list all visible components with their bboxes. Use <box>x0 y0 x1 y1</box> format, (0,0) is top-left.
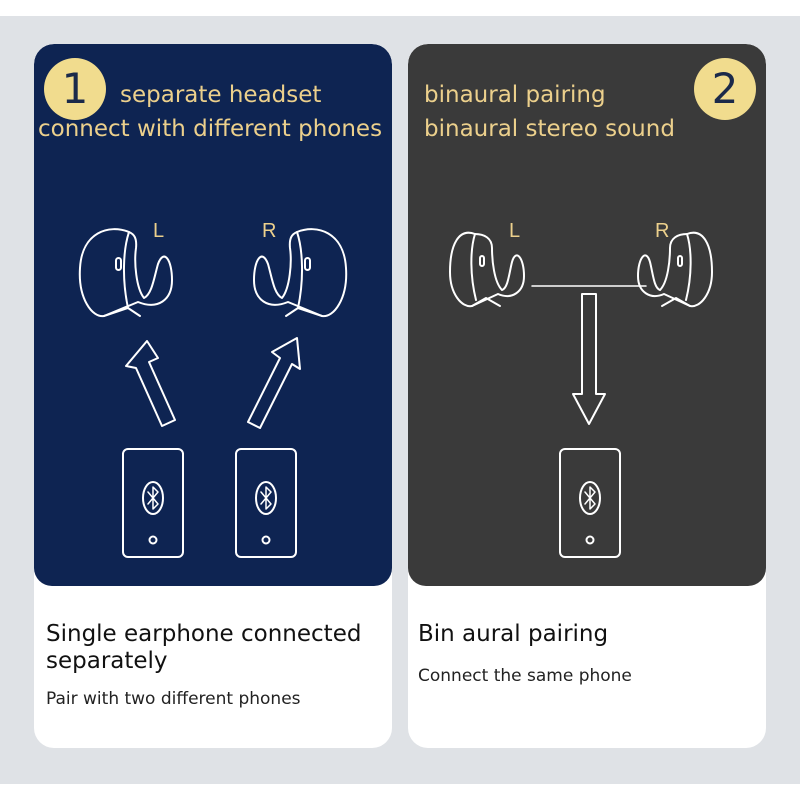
left-ear-label: L <box>153 220 165 242</box>
binaural-pairing-card: 2 binaural pairing binaural stereo sound… <box>408 44 766 748</box>
headline-line-2: binaural stereo sound <box>424 116 675 142</box>
top-border-strip <box>0 0 800 16</box>
right-earbud-icon <box>253 228 348 318</box>
card-title: Bin aural pairing <box>418 621 609 647</box>
bottom-border-strip <box>0 784 800 800</box>
step-badge: 2 <box>694 58 756 120</box>
step-badge: 1 <box>44 58 106 120</box>
phone-icon <box>122 448 184 558</box>
left-earbud-icon <box>78 228 173 318</box>
phone-icon <box>235 448 297 558</box>
bluetooth-icon <box>142 481 164 515</box>
separate-pairing-panel: 1 separate headset connect with differen… <box>34 44 392 586</box>
headline-line-1: binaural pairing <box>424 82 606 108</box>
phone-icon <box>559 448 621 558</box>
arrow-icon <box>125 340 176 427</box>
separate-pairing-card: 1 separate headset connect with differen… <box>34 44 392 748</box>
card-title: Single earphone connected separately <box>46 621 362 674</box>
bluetooth-icon <box>255 481 277 515</box>
left-earbud-icon <box>449 231 525 308</box>
binaural-pairing-panel: 2 binaural pairing binaural stereo sound… <box>408 44 766 586</box>
arrow-icon <box>572 293 606 425</box>
right-earbud-icon <box>637 231 713 308</box>
right-ear-label: R <box>262 220 277 242</box>
headline-line-2: connect with different phones <box>38 116 383 142</box>
right-ear-label: R <box>655 220 670 242</box>
card-subtitle: Connect the same phone <box>418 666 632 686</box>
left-ear-label: L <box>509 220 521 242</box>
card-subtitle: Pair with two different phones <box>46 689 301 709</box>
arrow-icon <box>247 337 301 429</box>
bluetooth-icon <box>579 481 601 515</box>
headline-line-1: separate headset <box>120 82 322 108</box>
